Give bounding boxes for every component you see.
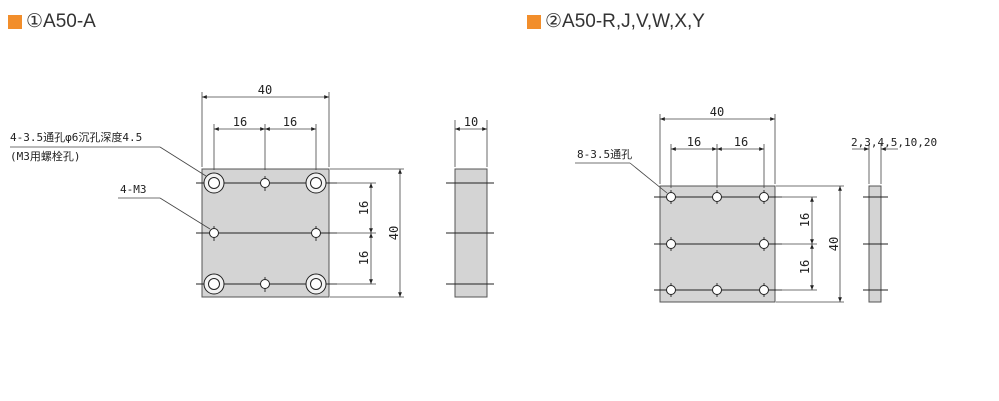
title-a50-a-text: ①A50-A <box>26 11 96 32</box>
right-dim-spacing-2: 16 <box>734 135 748 149</box>
left-note-tapped: 4-M3 <box>120 183 147 196</box>
through-hole <box>759 285 769 295</box>
title-a50-rjvwxy-text: ②A50-R,J,V,W,X,Y <box>545 11 705 32</box>
left-dim-width: 40 <box>258 83 272 97</box>
title-a50-rjvwxy: ②A50-R,J,V,W,X,Y <box>527 10 705 33</box>
through-hole <box>666 239 676 249</box>
left-dim-spacing-2: 16 <box>283 115 297 129</box>
orange-square-icon <box>527 14 541 29</box>
through-hole <box>666 192 676 202</box>
right-side-thickness: 2,3,4,5,10,20 <box>851 136 937 149</box>
through-hole <box>712 192 722 202</box>
through-hole <box>712 285 722 295</box>
right-dim-v-spacing-2: 16 <box>798 260 812 274</box>
left-front-view: 40 16 16 40 16 16 4-3.5通孔φ6沉孔深度4.5 (M3用螺… <box>10 83 404 298</box>
left-dim-spacing-1: 16 <box>233 115 247 129</box>
left-note-counterbore: 4-3.5通孔φ6沉孔深度4.5 <box>10 130 142 144</box>
counterbore-hole <box>203 172 225 194</box>
left-side-view: 10 <box>446 115 494 298</box>
right-front-view: 40 16 16 40 16 16 8-3.5通孔 <box>575 105 844 303</box>
tapped-hole <box>311 228 321 238</box>
left-dim-v-spacing-1: 16 <box>357 201 371 215</box>
right-dim-width: 40 <box>710 105 724 119</box>
title-a50-a: ①A50-A <box>8 10 96 33</box>
left-side-thickness: 10 <box>464 115 478 129</box>
through-hole <box>666 285 676 295</box>
counterbore-hole <box>305 172 327 194</box>
right-note-through: 8-3.5通孔 <box>577 148 632 161</box>
tapped-hole <box>260 178 270 188</box>
right-dim-v-spacing-1: 16 <box>798 213 812 227</box>
counterbore-hole <box>305 273 327 295</box>
left-note-bolt: (M3用螺栓孔) <box>10 149 81 163</box>
left-dim-height: 40 <box>387 226 401 240</box>
counterbore-hole <box>203 273 225 295</box>
right-dim-height: 40 <box>827 237 841 251</box>
orange-square-icon <box>8 14 22 29</box>
right-side-view: 2,3,4,5,10,20 <box>851 136 937 303</box>
tapped-hole <box>209 228 219 238</box>
tapped-hole <box>260 279 270 289</box>
right-dim-spacing-1: 16 <box>687 135 701 149</box>
through-hole <box>759 239 769 249</box>
left-dim-v-spacing-2: 16 <box>357 251 371 265</box>
through-hole <box>759 192 769 202</box>
